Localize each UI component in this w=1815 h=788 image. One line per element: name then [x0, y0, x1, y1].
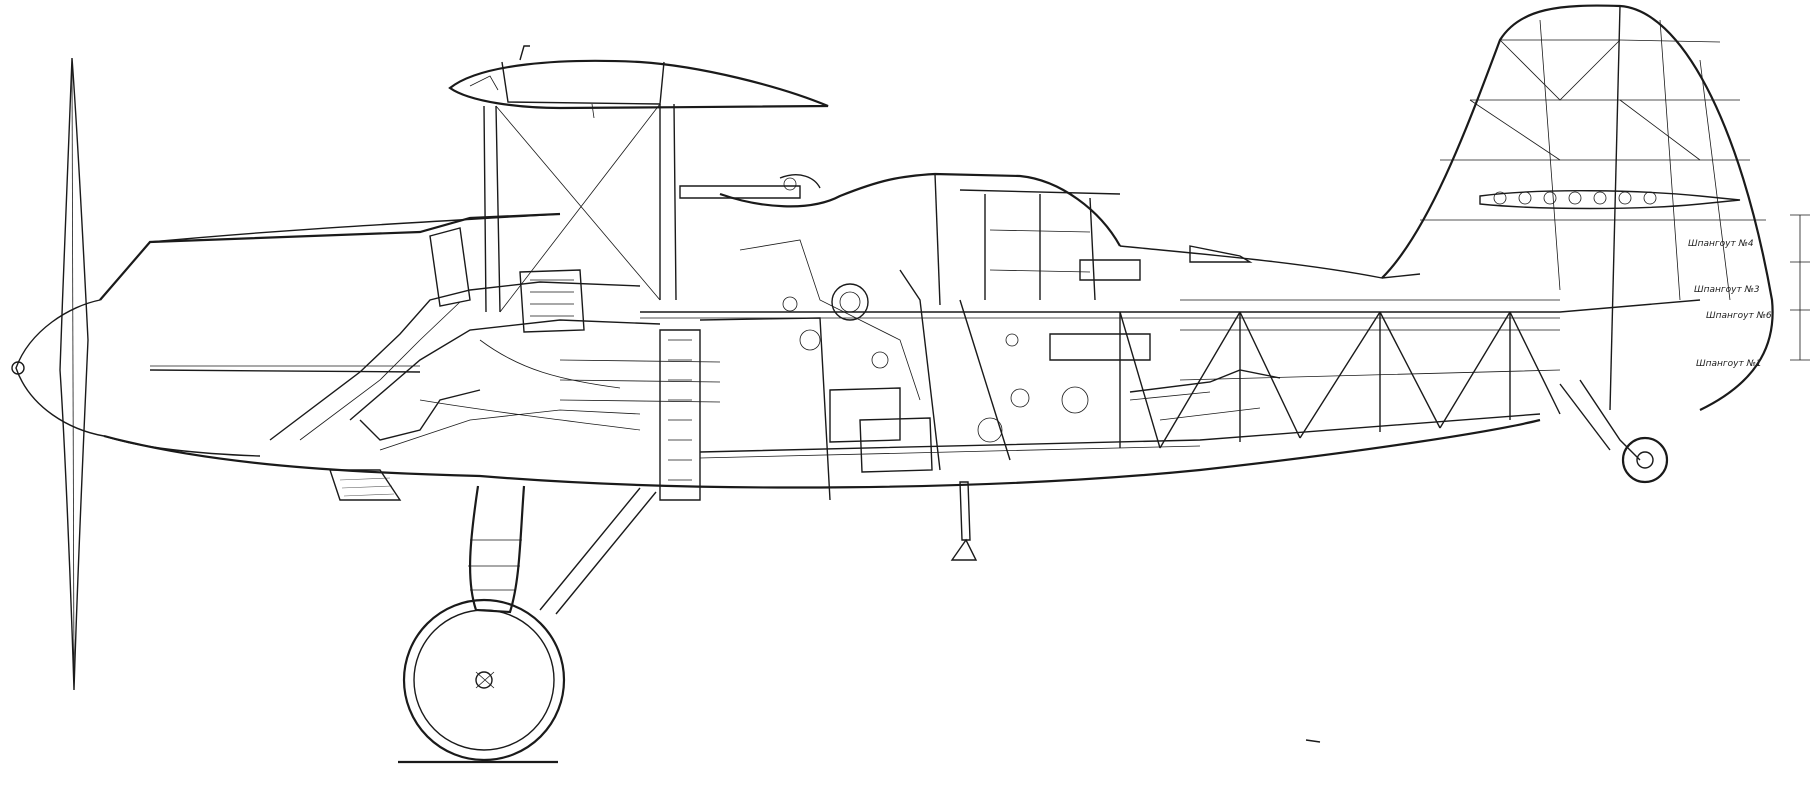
label-frame-1: Шпангоут №1: [1696, 359, 1762, 369]
spinner: [11, 299, 105, 437]
fuselage-outline: [99, 172, 1701, 489]
main-landing-gear: [398, 485, 657, 764]
cabane-struts: [483, 103, 677, 313]
engine-section: [149, 227, 831, 501]
label-frame-4: Шпангоут №4: [1688, 239, 1754, 249]
stabilizer-ribs: [1493, 191, 1657, 205]
label-frame-3: Шпангоут №3: [1694, 285, 1760, 295]
fuselage-truss: [1119, 299, 1561, 449]
fuselage-gun: [679, 174, 821, 199]
cockpit-detail: [739, 239, 1281, 561]
frame-labels: Шпангоут №4 Шпангоут №3 Шпангоут №6 Шпан…: [1688, 239, 1772, 369]
upper-wing: [448, 45, 829, 110]
propeller: [11, 57, 105, 691]
label-frame-6: Шпангоут №6: [1706, 311, 1772, 321]
vertical-tail: [1381, 4, 1810, 411]
tail-wheel: [1559, 379, 1669, 484]
